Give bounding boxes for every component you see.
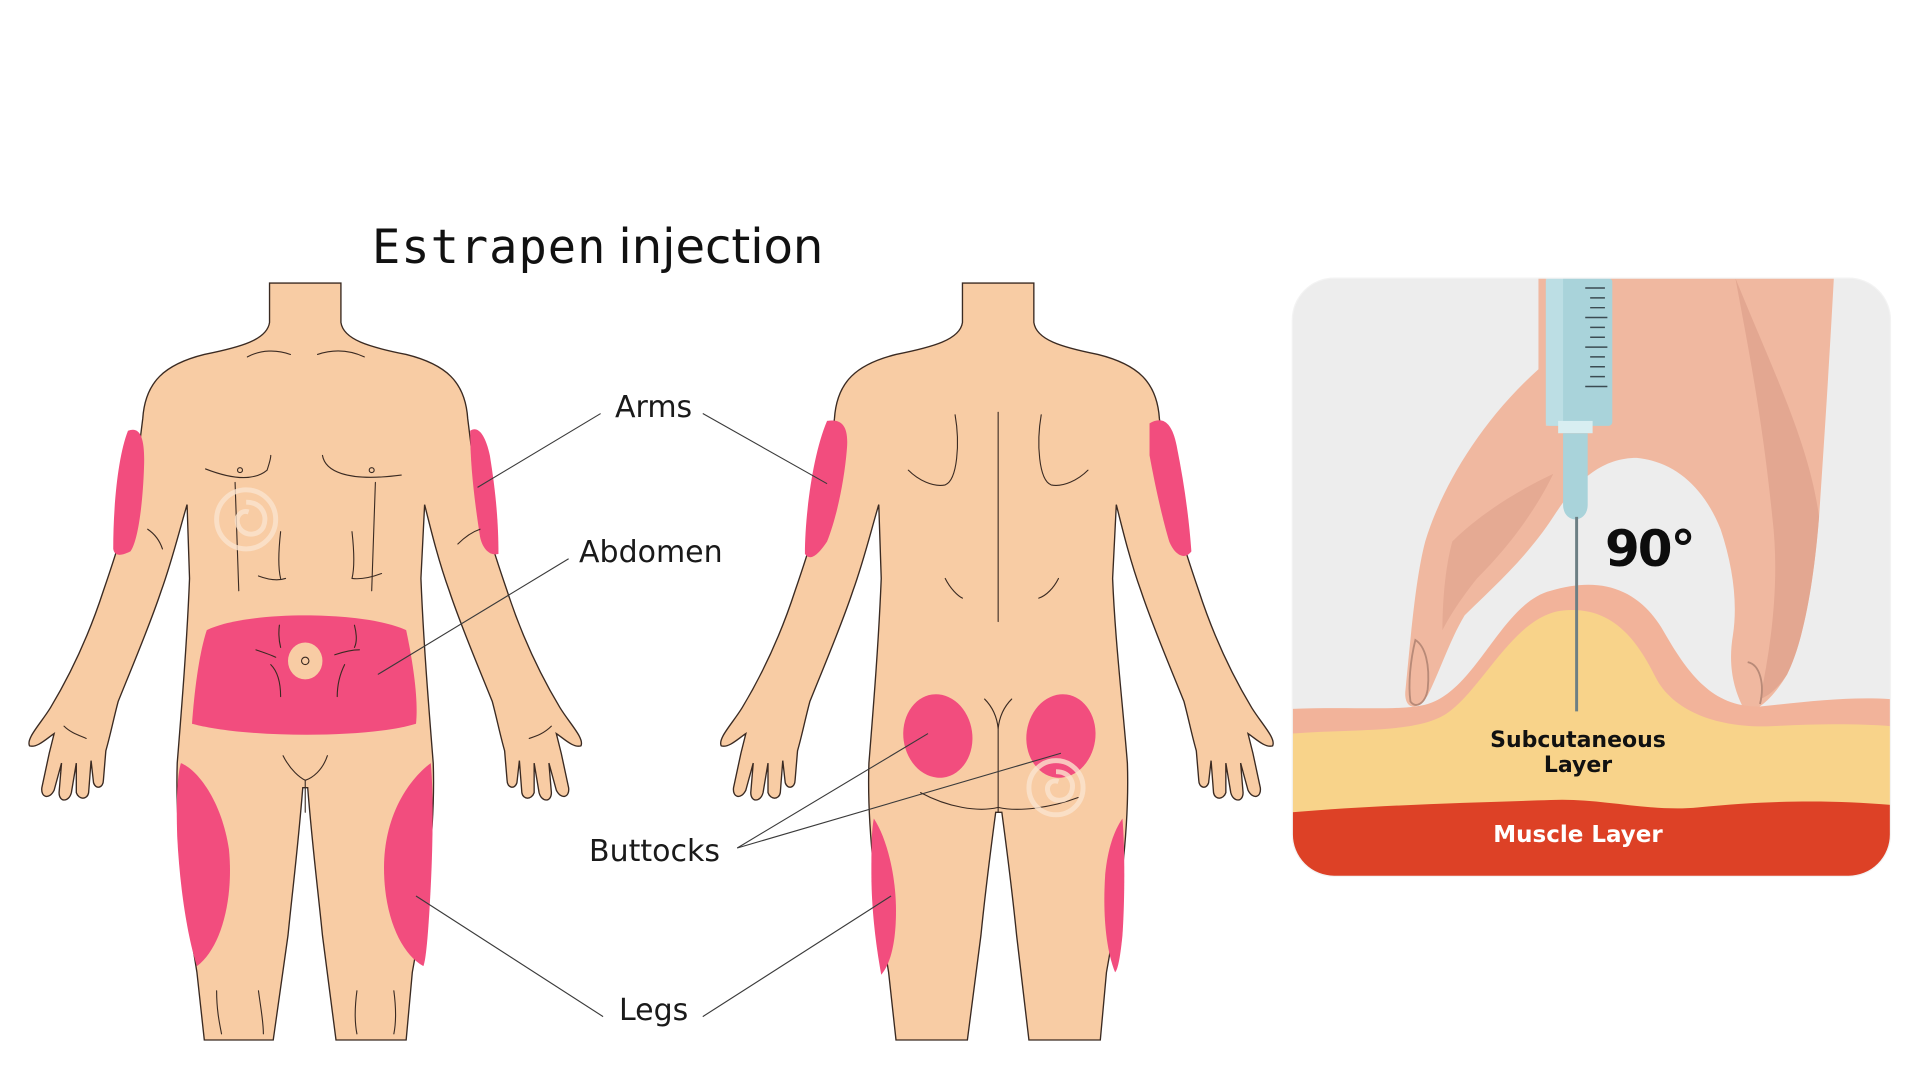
navel bbox=[288, 642, 323, 680]
syringe-icon bbox=[1545, 278, 1613, 712]
arms-leader-front bbox=[477, 413, 601, 488]
back-body-silhouette bbox=[719, 282, 1274, 1041]
back-body-figure bbox=[719, 282, 1274, 1041]
front-right-arm-site bbox=[470, 429, 499, 555]
back-right-arm-site bbox=[1149, 420, 1192, 556]
title-drug-name: Estrapen bbox=[372, 220, 607, 275]
buttocks-leader-1 bbox=[736, 733, 929, 849]
front-left-thigh-site bbox=[176, 763, 230, 967]
label-legs: Legs bbox=[619, 993, 689, 1028]
injection-angle-label: 90° bbox=[1605, 520, 1696, 578]
back-left-buttock-site bbox=[903, 694, 973, 778]
injection-technique-panel bbox=[1292, 278, 1891, 877]
arms-leader-back bbox=[702, 413, 828, 485]
front-right-thigh-site bbox=[384, 763, 433, 967]
hand-illustration bbox=[1405, 278, 1834, 712]
label-arms: Arms bbox=[615, 390, 693, 425]
back-right-thigh-site bbox=[1104, 818, 1125, 973]
watermark-icon bbox=[1026, 758, 1086, 818]
back-right-buttock-site bbox=[1026, 694, 1096, 778]
title-injection-word: injection bbox=[618, 219, 824, 275]
label-abdomen: Abdomen bbox=[579, 535, 723, 570]
label-buttocks: Buttocks bbox=[589, 834, 720, 869]
buttocks-leader-2 bbox=[737, 752, 1062, 849]
front-body-figure bbox=[28, 282, 583, 1041]
subcutaneous-layer-label: Subcutaneous Layer bbox=[1478, 728, 1678, 778]
front-left-arm-site bbox=[113, 429, 145, 555]
legs-leader-back bbox=[702, 895, 892, 1018]
back-left-arm-site bbox=[804, 420, 848, 558]
subcutaneous-label-line1: Subcutaneous bbox=[1490, 728, 1666, 753]
leader-lines bbox=[377, 413, 1062, 1018]
back-left-thigh-site bbox=[871, 818, 896, 975]
watermark-icon bbox=[214, 487, 279, 552]
muscle-layer-label: Muscle Layer bbox=[1493, 822, 1663, 848]
abdomen-leader bbox=[377, 558, 569, 675]
subcutaneous-label-line2: Layer bbox=[1543, 753, 1613, 778]
legs-leader-front bbox=[415, 895, 604, 1018]
muscle-layer bbox=[1292, 799, 1891, 877]
